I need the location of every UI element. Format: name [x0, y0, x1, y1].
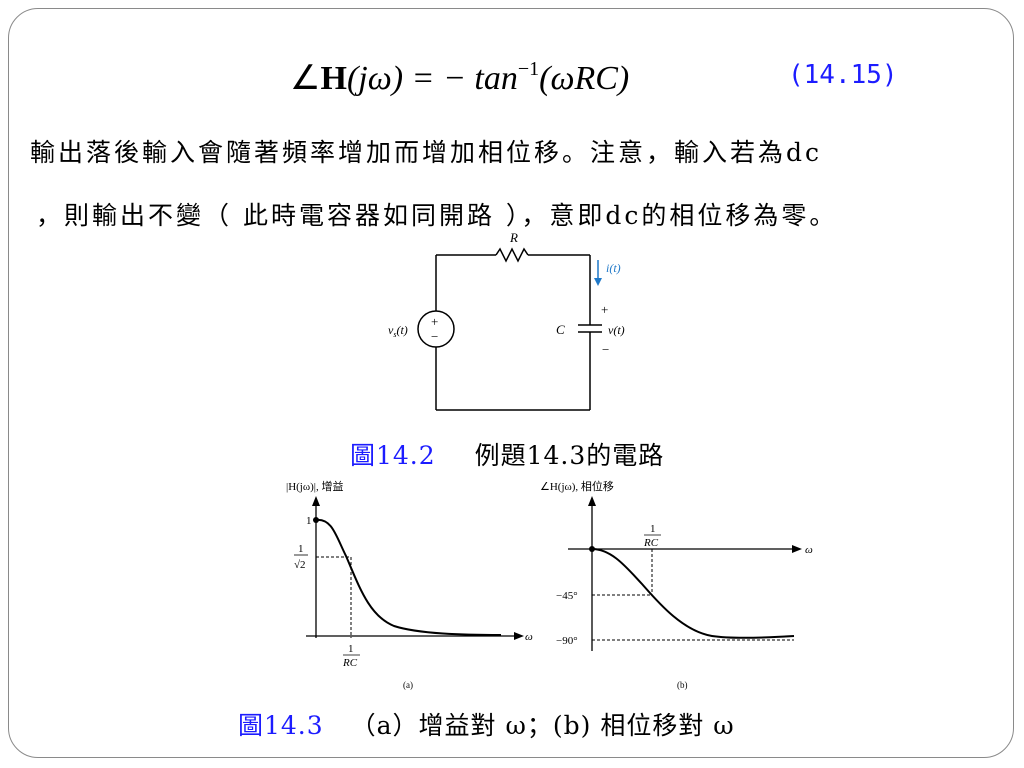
phase-y-90: −90° — [556, 635, 578, 647]
equation-H: H — [320, 60, 347, 97]
equation-body: (jω) = − tan — [346, 60, 518, 97]
current-label: i(t) — [606, 261, 621, 275]
figure-caption-14-3: 圖14.3 （a）增益對 ω；(b) 相位移對 ω — [238, 706, 735, 742]
phase-start-point — [589, 546, 595, 552]
resistor-symbol — [495, 247, 529, 263]
gain-y-mid-den: √2 — [294, 559, 306, 571]
output-minus: − — [602, 342, 609, 357]
output-plus: + — [601, 302, 608, 317]
phase-x-tick-num: 1 — [650, 523, 656, 535]
source-plus: + — [431, 314, 438, 329]
gain-curve — [315, 518, 502, 636]
gain-start-point — [313, 517, 319, 523]
gain-y-mid-num: 1 — [298, 543, 304, 555]
gain-x-tick-den: RC — [342, 657, 358, 669]
gain-plot-title: |H(jω)|, 增益 — [286, 479, 343, 493]
source-minus: − — [431, 329, 438, 344]
equation-tail: (ωRC) — [539, 60, 630, 97]
paragraph-line-1: 輸出落後輸入會隨著頻率增加而增加相位移。注意，輸入若為dc — [30, 138, 823, 167]
resistor-label: R — [509, 230, 518, 245]
figure-label-14-2: 圖14.2 — [350, 441, 436, 470]
phase-equation: ∠H(jω) = − tan−1(ωRC) — [290, 58, 629, 98]
figure-text-14-3: （a）增益對 ω；(b) 相位移對 ω — [350, 711, 735, 740]
angle-symbol: ∠ — [290, 60, 321, 97]
gain-x-axis-label: ω — [525, 631, 533, 643]
capacitor-label: C — [556, 322, 565, 337]
phase-plot-title: ∠H(jω), 相位移 — [540, 479, 614, 493]
equation-number: (14.15) — [788, 60, 898, 90]
slide-frame — [8, 8, 1014, 758]
gain-plot: |H(jω)|, 增益 1 1 √2 1 RC ω (a) — [286, 479, 533, 690]
source-subscript: s — [393, 330, 396, 339]
paragraph-line-2: ，則輸出不變（ 此時電容器如同開路 ），意即dc的相位移為零。 — [36, 201, 838, 230]
figure-label-14-3: 圖14.3 — [238, 711, 324, 740]
phase-curve — [591, 548, 795, 639]
gain-y-1: 1 — [306, 515, 312, 527]
source-label: vs(t) — [388, 323, 408, 339]
phase-y-45: −45° — [556, 590, 578, 602]
figure-caption-14-2: 圖14.2 例題14.3的電路 — [350, 436, 664, 472]
figure-text-14-2: 例題14.3的電路 — [474, 441, 665, 470]
phase-plot: ∠H(jω), 相位移 1 RC −45° −90° ω (b) — [540, 479, 813, 690]
gain-x-tick-num: 1 — [348, 643, 354, 655]
rc-circuit-diagram: R i(t) C + v(t) − + − vs(t) — [388, 230, 625, 411]
gain-sub-caption: (a) — [403, 680, 413, 690]
phase-x-tick-den: RC — [643, 537, 659, 549]
equation-superscript: −1 — [517, 58, 540, 80]
output-voltage-label: v(t) — [608, 323, 625, 337]
current-arrow — [594, 260, 602, 286]
phase-sub-caption: (b) — [677, 680, 688, 690]
phase-x-axis-label: ω — [805, 544, 813, 556]
